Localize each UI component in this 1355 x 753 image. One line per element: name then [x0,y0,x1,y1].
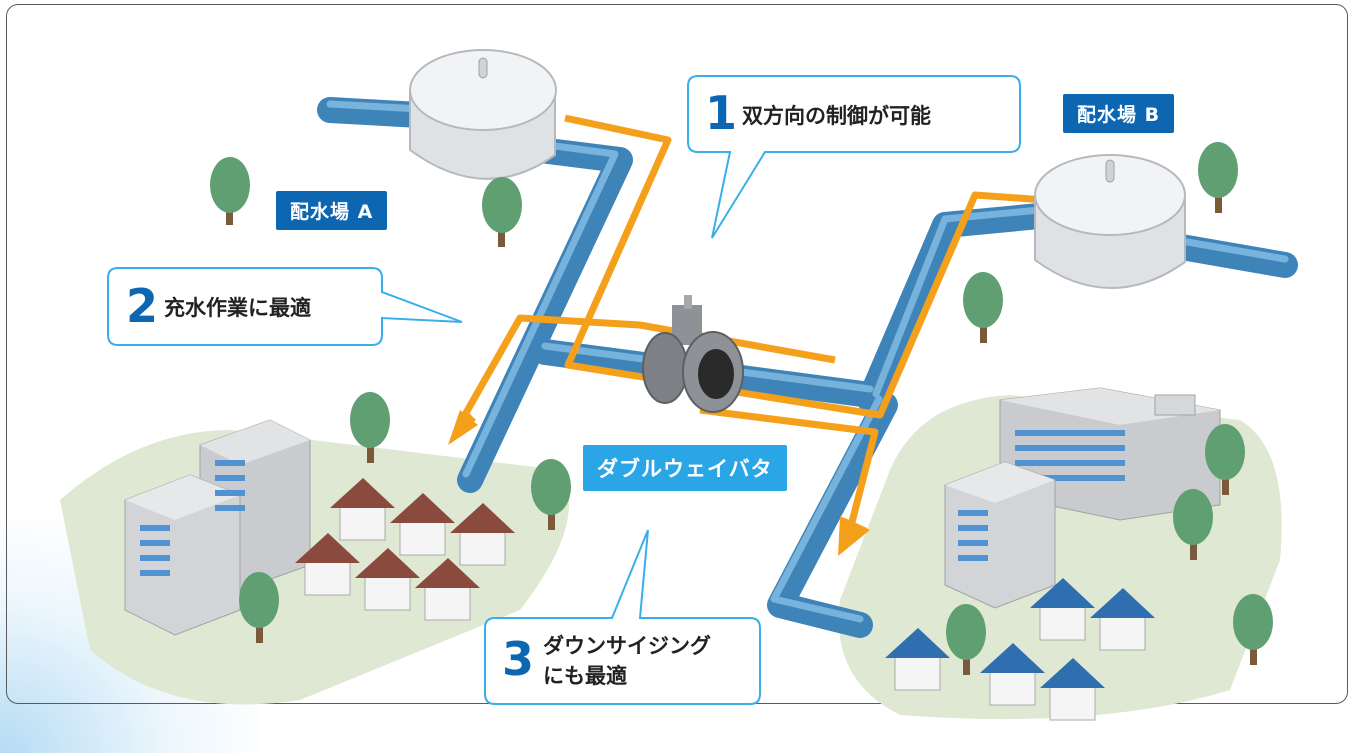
buildings-area-b [944,387,1221,609]
tree [210,157,250,225]
station-b-label: 配水場 B [1063,94,1175,133]
station-a-label: 配水場 A [276,191,388,230]
reservoir-b [1034,154,1186,289]
tree [482,177,522,247]
callout-3-text-line1: ダウンサイジング [543,634,711,658]
tree [946,604,986,675]
callout-3-text-line2: にも最適 [543,664,627,688]
house [295,533,360,596]
callout-3-number: 3 [502,632,535,686]
trees [210,142,1273,675]
house [1090,588,1155,651]
callout-1-number: 1 [705,86,738,140]
flow-arrowhead-a [448,410,478,445]
buildings-area-a [124,419,311,636]
tree [531,459,571,530]
pipe-b-outlet [1157,232,1298,278]
tree [1173,489,1213,560]
tree [1233,594,1273,665]
house [390,493,455,556]
house [330,478,395,541]
tree [1198,142,1238,213]
tree [239,572,279,643]
house [415,558,480,621]
butterfly-valve [642,295,744,413]
house [885,628,950,691]
flow-arrow-3 [699,406,879,531]
house [1040,658,1105,721]
callout-2-text: 充水作業に最適 [164,296,311,320]
house [1030,578,1095,641]
reservoir-a [409,49,557,180]
pipe-station-a [317,97,433,128]
houses-area-b [885,578,1155,721]
callout-2-number: 2 [126,279,159,333]
house [980,643,1045,706]
callout-bubble-3 [484,529,761,705]
house [355,548,420,611]
pipe-a-to-valve [457,137,633,493]
valve-label: ダブルウェイバタ [583,445,787,491]
tree [963,272,1003,343]
tree [1205,424,1245,495]
callout-bubble-2 [107,267,463,346]
tree [350,392,390,463]
flow-arrow-2 [458,314,836,422]
houses-area-a [295,478,515,621]
flow-arrowhead-b [838,516,870,556]
house [450,503,515,566]
callout-bubble-1 [687,75,1021,239]
callout-1-text: 双方向の制御が可能 [742,104,931,128]
pipe-to-area-b [767,392,898,638]
